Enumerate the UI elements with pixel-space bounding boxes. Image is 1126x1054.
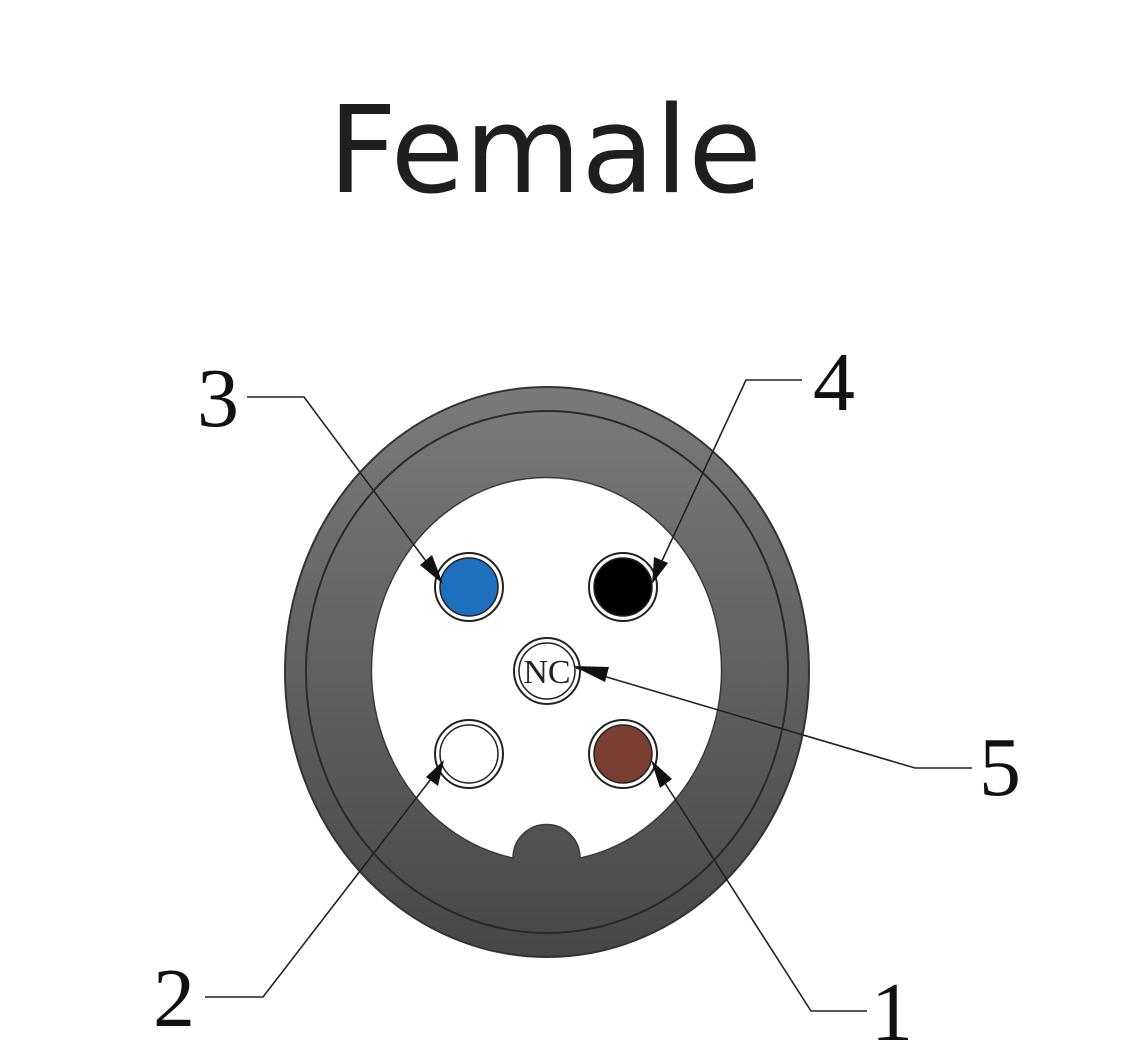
arrowhead-1 <box>651 760 672 788</box>
leader-line-4 <box>653 379 802 579</box>
pin-5-nc-label: NC <box>523 654 570 691</box>
title: Female <box>328 82 762 221</box>
leader-line-1 <box>653 765 867 1012</box>
arrowhead-5 <box>573 666 609 682</box>
pin-label-5: 5 <box>979 721 1021 814</box>
arrowhead-4 <box>652 557 668 584</box>
pin-2-dot <box>439 724 499 784</box>
pin-label-1: 1 <box>871 966 913 1054</box>
leader-line-5 <box>575 667 972 769</box>
arrowhead-2 <box>426 760 444 786</box>
pin-3-dot <box>439 557 499 617</box>
pin-label-2: 2 <box>153 952 195 1045</box>
pin-3 <box>434 552 504 622</box>
pin-4 <box>588 552 658 622</box>
pin-4-dot <box>593 557 653 617</box>
leader-line-3 <box>247 396 441 581</box>
pin-2 <box>434 719 504 789</box>
pin-1 <box>588 719 658 789</box>
pin-1-dot <box>593 724 653 784</box>
leader-line-2 <box>205 765 442 998</box>
pin-5: NC <box>513 637 581 705</box>
arrowhead-3 <box>420 555 443 584</box>
pin-label-3: 3 <box>197 352 239 445</box>
pin-label-4: 4 <box>813 336 855 429</box>
